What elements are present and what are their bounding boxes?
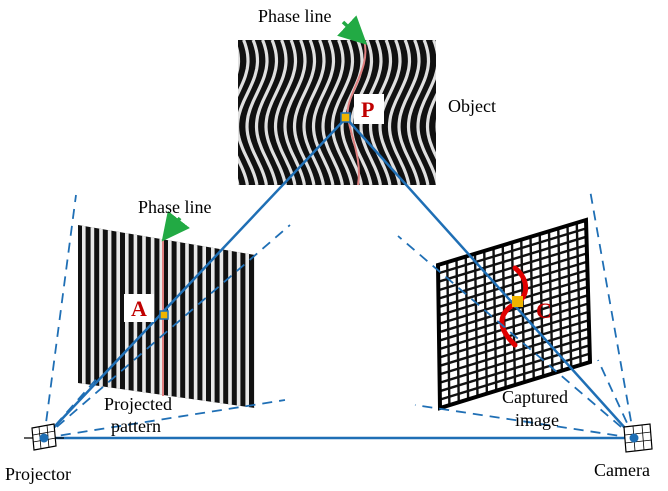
projector-icon	[24, 423, 64, 451]
object-label: Object	[448, 96, 496, 116]
projected-pattern-label-2: pattern	[111, 416, 161, 436]
phase-line-label-left: Phase line	[138, 197, 212, 217]
point-p-label-box	[354, 94, 384, 124]
projected-pattern-label-1: Projected	[104, 394, 172, 414]
projector-label: Projector	[5, 464, 71, 484]
camera-fov-lines	[397, 189, 635, 439]
point-p-label: P	[361, 97, 374, 122]
object-fringe-image	[238, 40, 436, 185]
camera-label: Camera	[594, 460, 650, 480]
point-p-marker	[340, 112, 351, 123]
camera-icon	[623, 423, 653, 453]
point-a-marker	[159, 310, 169, 320]
point-a-label-box	[124, 294, 154, 322]
point-a-label: A	[131, 296, 147, 321]
point-c-marker	[512, 296, 523, 307]
point-c-label: C	[536, 298, 552, 323]
captured-image-label-2: image	[515, 410, 559, 430]
captured-image-label-1: Captured	[502, 387, 568, 407]
phase-line-label-top: Phase line	[258, 6, 332, 26]
phase-line-arrow-top	[337, 15, 368, 45]
captured-image-grid	[435, 217, 593, 411]
projector-fov-lines	[43, 194, 291, 439]
triangulation-rays	[43, 117, 635, 440]
phase-line-arrow-left	[161, 210, 190, 242]
